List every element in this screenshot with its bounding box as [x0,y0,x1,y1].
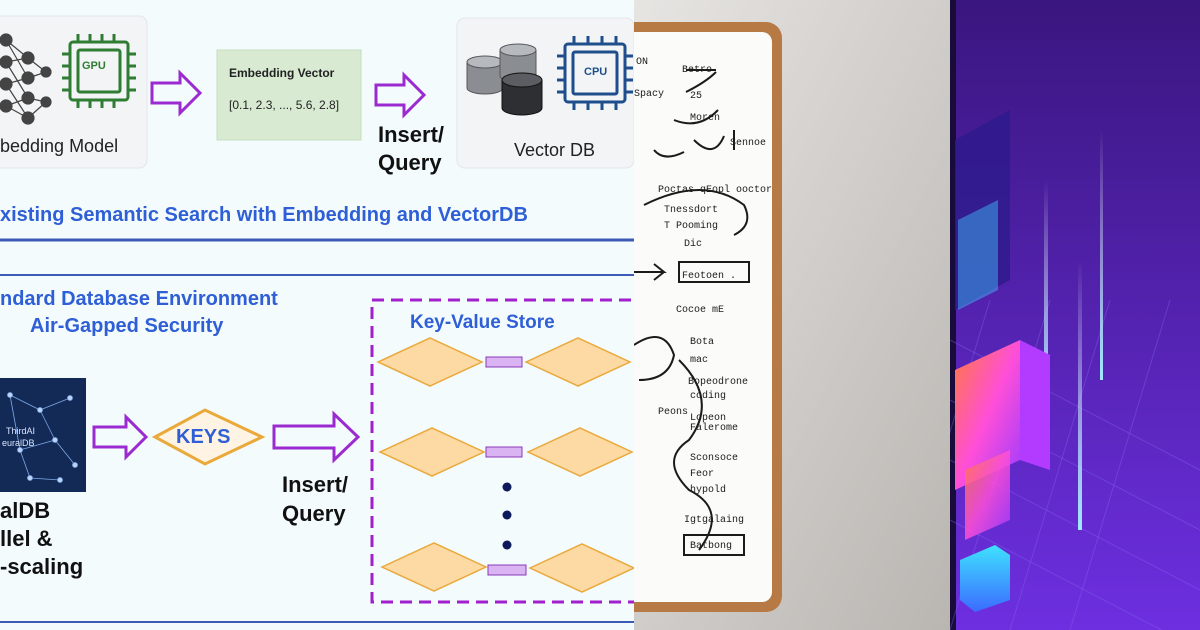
gpu-chip-icon [62,34,136,108]
insert-label-bottom: Insert/ [282,472,349,497]
embedding-model-card [0,15,148,169]
whiteboard-note: Feotoen . [682,271,736,282]
gpu-label: GPU [82,60,106,72]
neural-network-icon [0,33,52,125]
embedding-vector-title: Embedding Vector [229,66,335,80]
whiteboard-note: coding [690,390,726,402]
whiteboard-note: mac [690,355,708,366]
network-graph-icon [7,392,78,483]
whiteboard-note: Spacy [634,89,664,100]
vector-db-label: Vector DB [514,140,596,160]
arrow-to-keys [92,413,149,461]
whiteboard-scribbles [634,69,750,556]
whiteboard-note: Peons [658,407,688,418]
semantic-search-slide: GPU CPU bedding Model Embedding Vector [… [0,0,634,630]
kv-row [380,542,634,593]
arrow-to-embedding [150,69,203,117]
whiteboard-note: Sennoe [730,138,766,149]
whiteboard-note: Falerome [690,422,738,434]
arrow-to-kv-store [272,410,361,464]
ellipsis-dots [502,482,512,550]
section-title-line2: Air-Gapped Security [30,315,224,337]
kv-store-box [370,298,634,604]
whiteboard-note: Poctas qEopl ooctor [658,184,772,196]
whiteboard-note: hypold [690,484,726,496]
kv-row [376,337,632,387]
cpu-label: CPU [584,66,608,78]
embedding-vector-box [216,49,362,141]
neuraldb-caption-line2: llel & [0,526,53,551]
kv-link-bar [485,356,523,368]
whiteboard-note: Tnessdort [664,204,718,216]
neon-illustration [950,0,1200,630]
whiteboard-note: Sconsoce [690,453,738,464]
kv-link-bar [487,564,527,576]
kv-value-diamond [526,427,634,477]
embedding-model-label: bedding Model [0,136,119,156]
cpu-chip-icon [557,36,633,110]
query-label-top: Query [378,150,442,175]
neon-abstract-art [950,0,1200,630]
query-label-bottom: Query [282,501,346,526]
kv-store-title: Key-Value Store [410,312,555,333]
arrow-to-vector-db [374,71,427,119]
embedding-vector-values: [0.1, 2.3, ..., 5.6, 2.8] [229,98,340,112]
kv-key-diamond [378,427,486,477]
whiteboard-note: Dic [684,238,702,250]
insert-label-top: Insert/ [378,122,445,147]
whiteboard-note: Batbong [690,540,732,552]
keys-label: KEYS [176,426,231,448]
whiteboard-note: 25 [690,91,702,102]
whiteboard-note: Feor [690,469,714,480]
whiteboard-note: Bopeodrone [688,376,748,388]
whiteboard-note: Bota [690,337,714,348]
kv-key-diamond [376,337,484,387]
whiteboard-note: T Pooming [664,220,718,232]
whiteboard-note: Cocoe mE [676,305,724,316]
whiteboard-note: Lopeon [690,413,726,424]
keys-diamond [151,408,266,466]
existing-search-caption: xisting Semantic Search with Embedding a… [0,204,528,226]
database-cylinders-icon [466,43,543,116]
kv-row [378,427,634,477]
section-title-line1: ndard Database Environment [0,288,278,310]
kv-value-diamond [528,543,634,593]
whiteboard-note: ON [636,57,648,68]
kv-value-diamond [524,337,632,387]
neuraldb-caption-line3: -scaling [0,554,84,579]
whiteboard-note: Moren [690,113,720,124]
neuraldb-caption-line1: alDB [0,498,51,523]
slide-diagram [0,15,634,623]
neuraldb-logo-name: euralDB [2,438,35,448]
neuraldb-logo-brand: ThirdAI [6,426,36,436]
whiteboard-note: Igtgalaing [684,514,744,526]
whiteboard-surface [634,32,772,602]
kv-link-bar [485,446,523,458]
kv-key-diamond [380,542,488,592]
